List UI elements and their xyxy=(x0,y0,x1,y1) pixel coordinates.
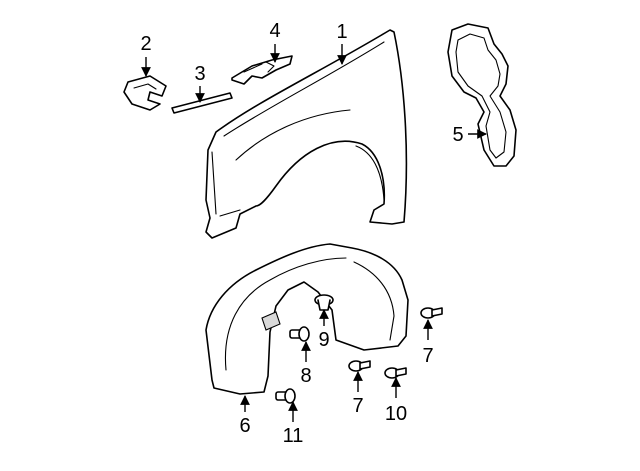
part-3-molding-strip xyxy=(171,92,233,114)
callout-4: 4 xyxy=(269,20,280,42)
part-1-fender xyxy=(205,29,408,239)
callout-11: 11 xyxy=(283,425,304,447)
callout-10: 10 xyxy=(385,403,407,425)
callout-3: 3 xyxy=(194,63,205,85)
part-4-bracket xyxy=(231,55,293,85)
part-9-fastener xyxy=(314,294,334,311)
callout-7b: 7 xyxy=(352,395,363,417)
part-6-liner xyxy=(205,243,409,395)
part-8-bolt xyxy=(289,326,310,342)
part-5-seal xyxy=(447,23,517,167)
part-11-bolt xyxy=(275,388,296,404)
callout-5: 5 xyxy=(452,124,463,146)
callout-2: 2 xyxy=(140,33,151,55)
callout-7a: 7 xyxy=(422,345,433,367)
callout-6: 6 xyxy=(239,415,250,437)
part-10-push-pin xyxy=(384,367,407,379)
callout-9: 9 xyxy=(318,329,329,351)
callout-1: 1 xyxy=(336,21,347,43)
part-2-clip xyxy=(123,75,167,111)
callout-8: 8 xyxy=(300,365,311,387)
part-7a-push-pin xyxy=(420,307,443,319)
part-7b-push-pin xyxy=(348,360,371,372)
